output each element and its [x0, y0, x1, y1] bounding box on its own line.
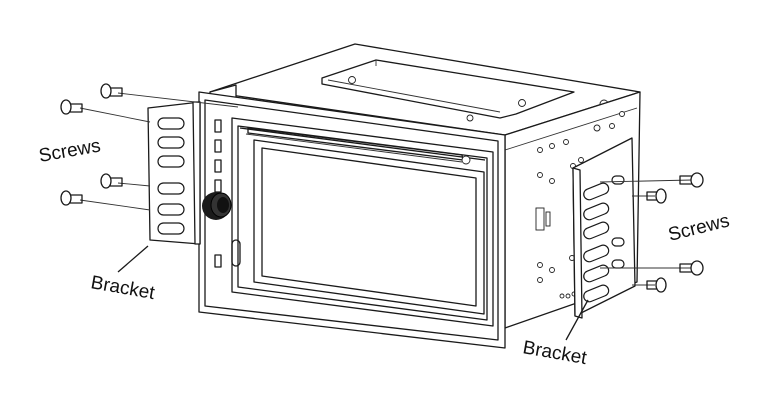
bracket-label-right: Bracket [521, 337, 589, 369]
screw-icon [632, 188, 667, 204]
bracket-left [147, 101, 201, 245]
screw-icon [60, 190, 151, 211]
bracket-right-slots [583, 175, 625, 303]
screw-icon [100, 173, 151, 189]
screw-icon [100, 83, 239, 108]
screw-icon [60, 99, 151, 123]
screw-icon [599, 172, 704, 188]
screws-right [599, 172, 704, 293]
screw-icon [632, 277, 667, 293]
bracket-right [572, 137, 636, 319]
head-unit-faceplate [198, 91, 506, 349]
screws-label-right: Screws [666, 210, 732, 245]
screws-label-left: Screws [37, 135, 102, 166]
leader-lines [117, 245, 589, 341]
volume-knob-icon [202, 192, 232, 220]
screw-icon [600, 260, 704, 276]
screws-left [60, 83, 239, 211]
bracket-left-slots [157, 117, 185, 235]
bracket-label-left: Bracket [89, 272, 157, 304]
